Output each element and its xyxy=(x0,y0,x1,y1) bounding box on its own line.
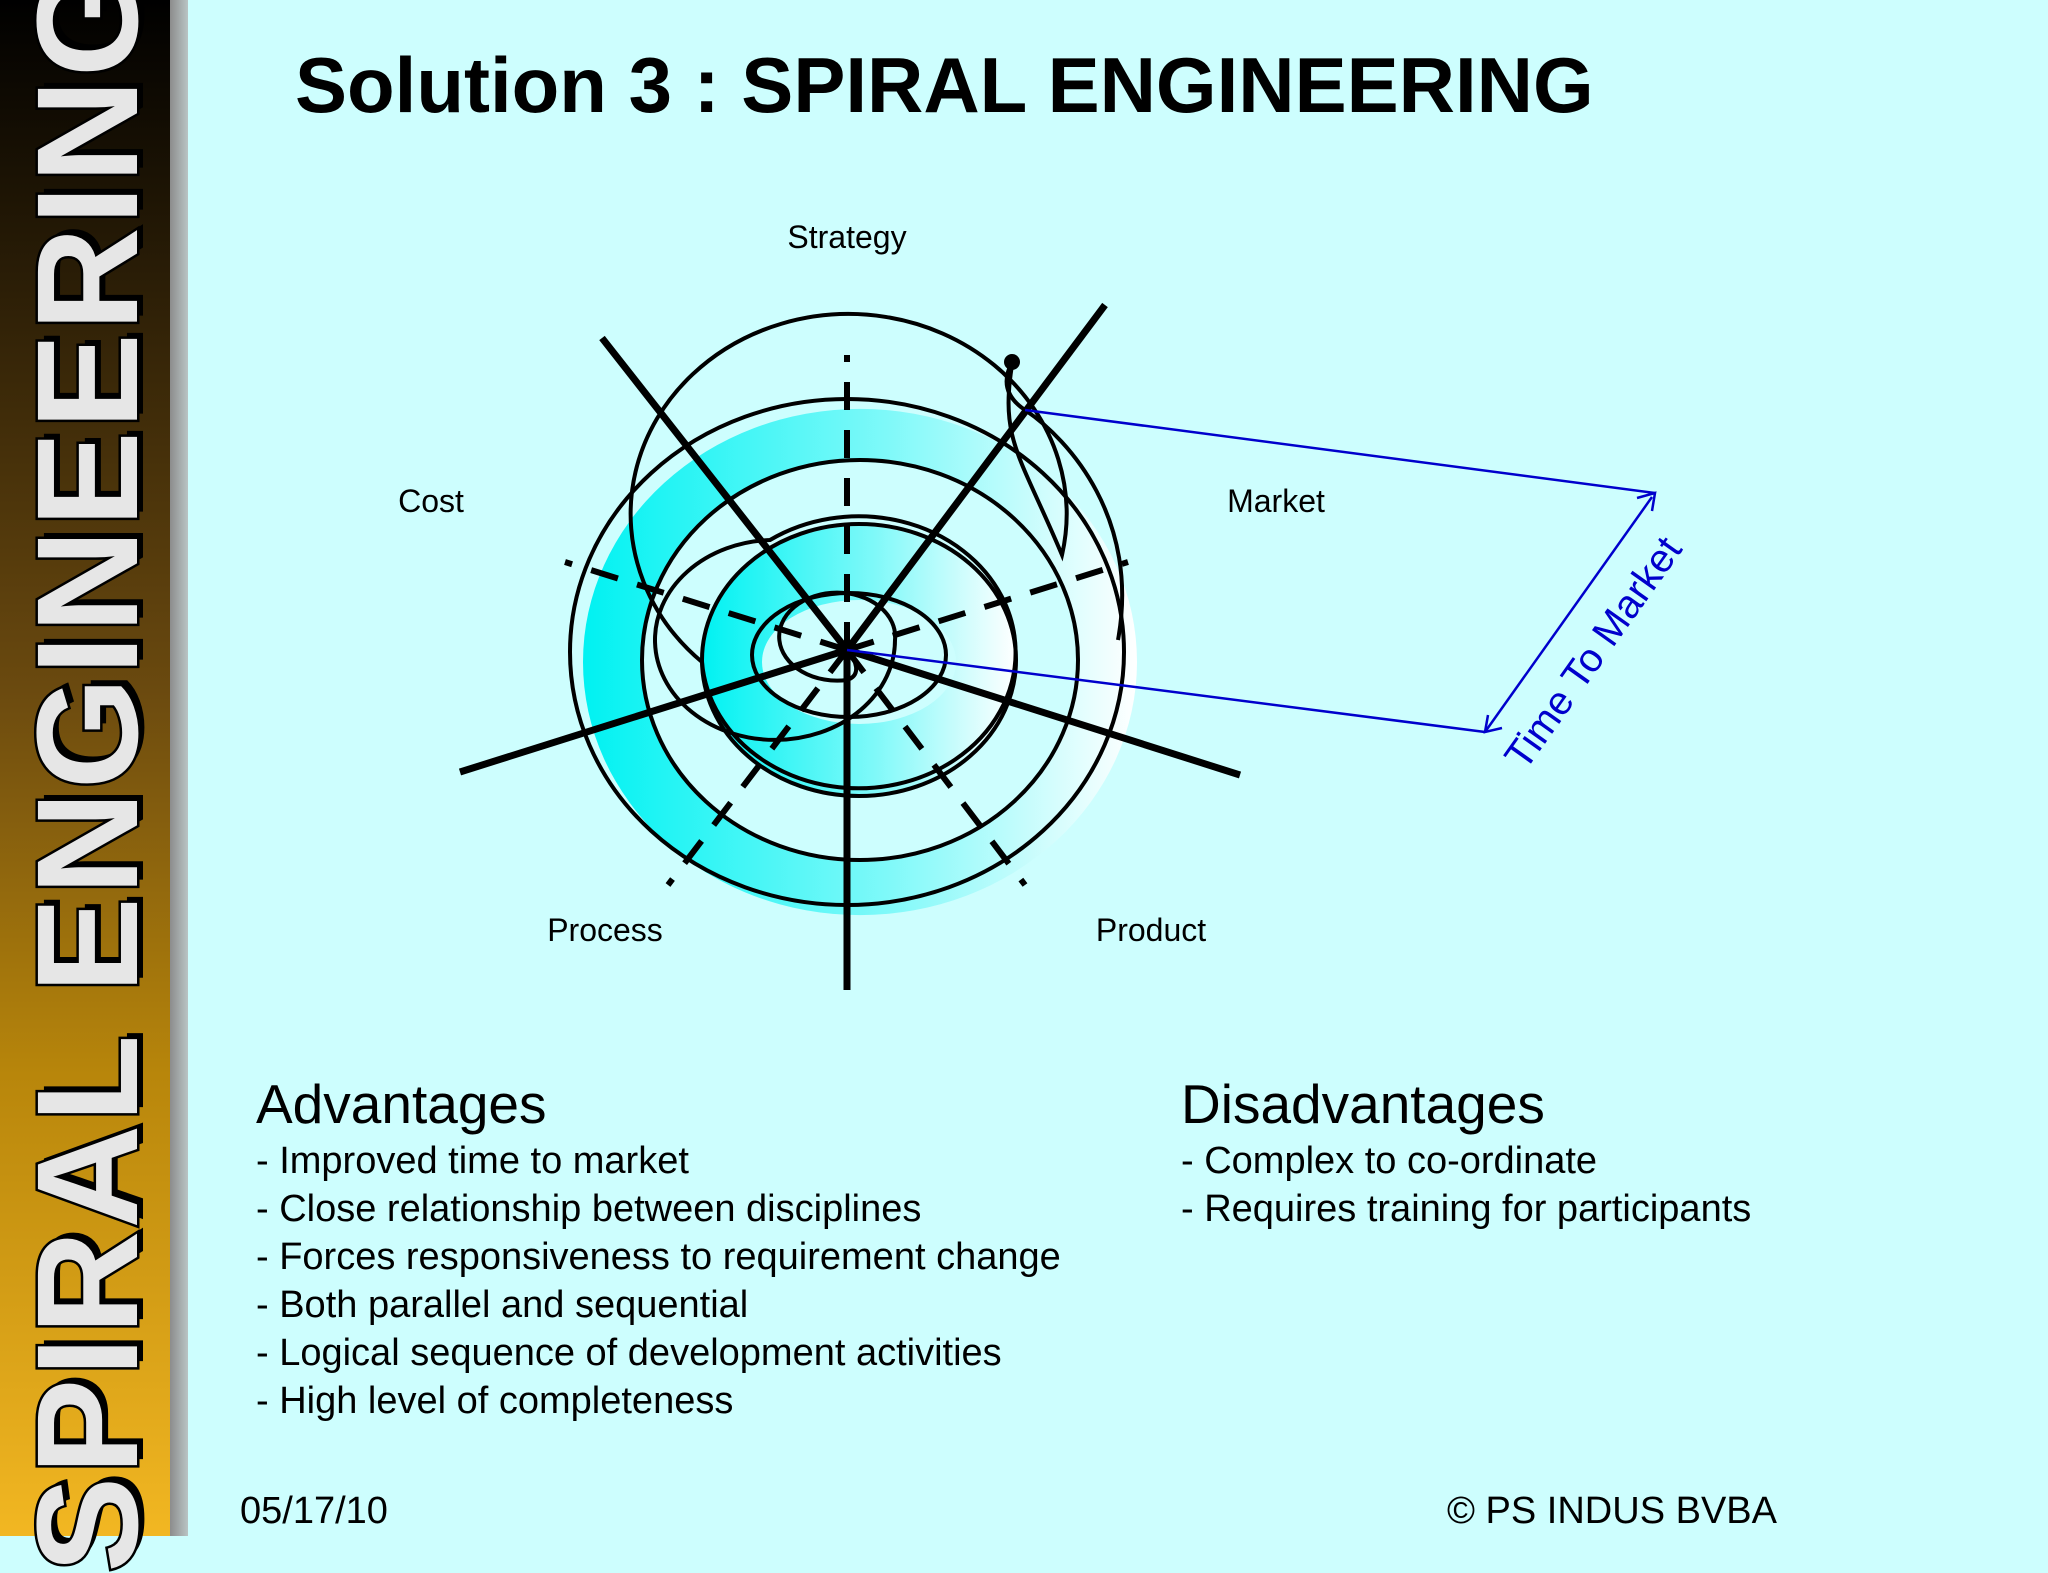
spiral-diagram: Time To Market Strategy Cost Market Proc… xyxy=(398,219,1691,990)
spiral-tail xyxy=(1004,361,1125,641)
disadvantages-heading: Disadvantages xyxy=(1181,1073,1545,1135)
middle-ring-band xyxy=(702,526,1016,798)
footer-date: 05/17/10 xyxy=(240,1490,388,1532)
time-to-market-label: Time To Market xyxy=(1496,529,1690,777)
disadvantages-column: Disadvantages - Complex to co-ordinate -… xyxy=(1181,1073,1751,1233)
time-to-market-arrow xyxy=(846,408,1657,734)
label-strategy: Strategy xyxy=(787,219,906,255)
solid-axes xyxy=(458,302,1242,990)
advantages-column: Advantages - Improved time to market - C… xyxy=(256,1073,1061,1425)
label-product: Product xyxy=(1096,912,1206,948)
footer-copyright: © PS INDUS BVBA xyxy=(1447,1490,1777,1532)
label-market: Market xyxy=(1227,483,1325,519)
advantage-item: - Improved time to market xyxy=(256,1140,689,1182)
advantages-heading: Advantages xyxy=(256,1073,547,1135)
advantage-item: - Both parallel and sequential xyxy=(256,1284,749,1326)
advantage-item: - Close relationship between disciplines xyxy=(256,1188,922,1230)
sidebar-edge xyxy=(170,0,188,1536)
advantage-item: - Forces responsiveness to requirement c… xyxy=(256,1236,1061,1278)
advantage-item: - High level of completeness xyxy=(256,1380,734,1422)
disadvantage-item: - Requires training for participants xyxy=(1181,1188,1752,1230)
advantage-item: - Logical sequence of development activi… xyxy=(256,1332,1002,1374)
disadvantage-item: - Complex to co-ordinate xyxy=(1181,1140,1598,1182)
slide-title: Solution 3 : SPIRAL ENGINEERING xyxy=(295,41,1594,129)
label-process: Process xyxy=(547,912,663,948)
sidebar-band: SPIRAL ENGINEERING xyxy=(0,0,171,1573)
label-cost: Cost xyxy=(398,483,464,519)
